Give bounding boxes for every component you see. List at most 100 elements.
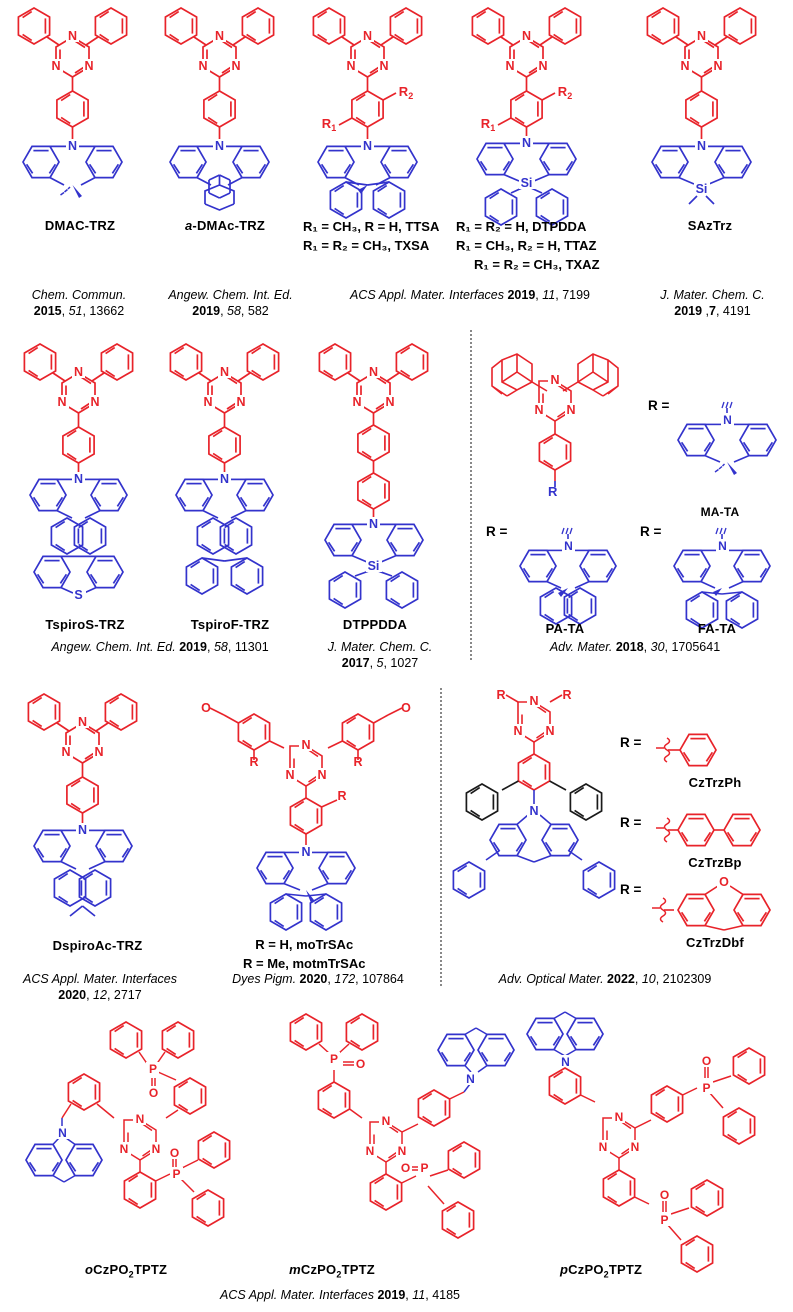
molecule-mcz-po2-tptz: P O N N N P O N (258, 1008, 515, 1253)
label-saztrz: SAzTrz (687, 218, 733, 233)
svg-text:N: N (522, 29, 531, 43)
rgroup-ttsa: R₁ = CH₃, R = H, TTSA R₁ = R₂ = CH₃, TXS… (303, 218, 439, 256)
ref-volume: 5 (376, 655, 384, 670)
ref-year: 2022 (607, 972, 635, 986)
ref-year: 2020 (58, 987, 87, 1002)
svg-text:N: N (697, 29, 706, 43)
svg-text:N: N (236, 395, 245, 409)
ref-page: 4191 (722, 303, 751, 318)
molecule-ocz-po2-tptz: P O N N N O P N (18, 1010, 273, 1250)
svg-text:O: O (719, 875, 729, 889)
svg-text:N: N (90, 395, 99, 409)
r-equals-cztrzph: R = (620, 735, 642, 750)
svg-text:R: R (249, 755, 258, 769)
molecule-cztrzbp (652, 806, 792, 861)
svg-text:N: N (74, 365, 83, 379)
svg-text:R: R (353, 755, 362, 769)
svg-text:N: N (366, 1144, 375, 1158)
molecule-cztrzdbf: O (648, 870, 793, 940)
svg-text:N: N (301, 845, 310, 859)
label-czpo-rest: CzPO (300, 1262, 337, 1277)
ref-angew-582: Angew. Chem. Int. Ed. 2019, 58, 582 (168, 288, 293, 318)
svg-text:O: O (149, 1086, 158, 1100)
ref-page: 107864 (362, 972, 404, 986)
ref-adv-optical: Adv. Optical Mater. 2022, 10, 2102309 (498, 972, 712, 986)
ref-chem-commun: Chem. Commun. 2015, 51, 13662 (31, 288, 127, 318)
label-mata: MA-TA (700, 505, 740, 519)
ref-journal: Angew. Chem. Int. Ed. (51, 640, 176, 654)
svg-text:Si: Si (368, 559, 380, 573)
ref-journal: J. Mater. Chem. C. (660, 288, 765, 302)
ref-volume: 172 (334, 972, 356, 986)
svg-text:N: N (78, 715, 87, 729)
ref-journal: Angew. Chem. Int. Ed. (168, 288, 293, 302)
label-meta-prefix: m (289, 1262, 301, 1277)
ref-page: 1705641 (671, 640, 721, 654)
label-dspiroac-trz: DspiroAc-TRZ (52, 938, 143, 953)
r-equals-pata: R = (486, 524, 508, 539)
molecule-pata: N (508, 526, 633, 626)
ref-page: 582 (247, 303, 269, 318)
svg-text:N: N (346, 59, 355, 73)
svg-text:N: N (215, 139, 224, 153)
svg-text:R1: R1 (481, 116, 495, 133)
svg-text:P: P (660, 1213, 668, 1227)
ref-volume: 10 (641, 972, 656, 986)
label-pcz-po2-tptz: pCzPO2TPTZ (560, 1262, 700, 1280)
label-para-prefix: p (560, 1262, 569, 1277)
ref-journal: Dyes Pigm. (232, 972, 297, 986)
ref-year: 2019 (507, 288, 536, 302)
rgroup-dtpdda-line1: R₁ = R₂ = H, DTPDDA (456, 219, 587, 234)
ref-page: 1027 (390, 655, 419, 670)
svg-text:N: N (382, 1114, 391, 1128)
svg-text:N: N (398, 1144, 407, 1158)
svg-text:R: R (337, 789, 346, 803)
molecule-cztrzph (652, 726, 772, 781)
ref-journal: ACS Appl. Mater. Interfaces (23, 972, 177, 986)
molecule-fata: N (662, 526, 787, 629)
ref-volume: 7 (709, 303, 716, 318)
rgroup-ttsa-line2: R₁ = R₂ = CH₃, TXSA (303, 237, 430, 253)
svg-text:N: N (545, 724, 554, 738)
ref-year: 2015 (33, 303, 62, 318)
ref-page: 2102309 (662, 972, 712, 986)
svg-text:N: N (220, 365, 229, 379)
svg-text:N: N (231, 59, 240, 73)
svg-text:N: N (363, 139, 372, 153)
svg-text:N: N (220, 472, 229, 486)
svg-text:N: N (713, 59, 722, 73)
svg-text:N: N (697, 139, 706, 153)
r-equals-cztrzbp: R = (620, 815, 642, 830)
svg-text:N: N (61, 745, 70, 759)
svg-text:N: N (68, 139, 77, 153)
label-dtppdda: DTPPDDA (342, 617, 408, 632)
label-dmac-trz: DMAC-TRZ (44, 218, 116, 233)
svg-text:N: N (379, 59, 388, 73)
divider-row2 (470, 330, 472, 660)
svg-text:O: O (170, 1146, 179, 1160)
svg-text:Si: Si (521, 176, 533, 190)
label-tspirof-trz: TspiroF-TRZ (190, 617, 270, 632)
svg-text:R1: R1 (322, 116, 336, 133)
svg-text:N: N (615, 1110, 624, 1124)
ref-volume: 30 (650, 640, 665, 654)
svg-text:N: N (198, 59, 207, 73)
ref-year: 2019 (179, 640, 207, 654)
svg-text:N: N (363, 29, 372, 43)
molecule-mata: N (668, 400, 788, 510)
label-fata: FA-TA (697, 621, 737, 636)
ref-volume: 12 (93, 987, 107, 1002)
svg-text:R: R (548, 484, 558, 499)
svg-text:R2: R2 (558, 84, 572, 101)
r-equals-fata: R = (640, 524, 662, 539)
